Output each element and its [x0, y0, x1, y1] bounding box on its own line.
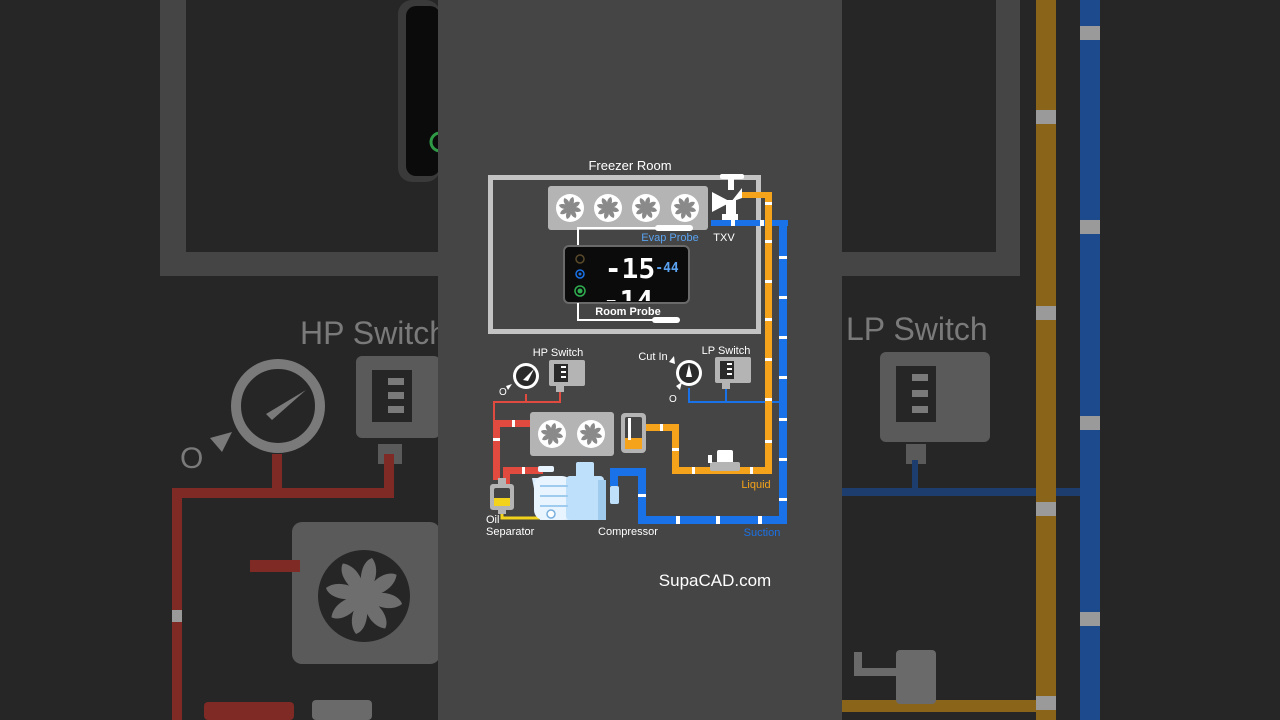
fan-indicator-icon: [575, 269, 585, 279]
fan-icon: [594, 194, 622, 222]
suction-pipe-top: [711, 220, 788, 226]
discharge-pipe: [493, 420, 500, 480]
suction-pipe-riser: [779, 220, 787, 524]
txv-valve-icon: [712, 174, 744, 220]
freezer-room-title: Freezer Room: [588, 158, 671, 173]
evap-probe-sensor: [655, 225, 693, 231]
room-probe-sensor: [652, 317, 680, 323]
oil-label-line2: Separator: [486, 526, 535, 538]
suction-label: Suction: [744, 527, 781, 539]
freezer-room-frame: [488, 175, 761, 334]
bg-hp-switch-label: HP Switch: [300, 315, 447, 351]
fan-icon: [671, 194, 699, 222]
hp-switch-label: HP Switch: [533, 347, 584, 359]
defrost-indicator-icon: [575, 254, 585, 264]
bg-lp-switch-icon: [880, 352, 990, 464]
display-reading-bottom: -14: [603, 284, 654, 317]
fan-icon: [538, 420, 566, 448]
fan-icon: [577, 420, 605, 448]
lp-zero-label: O: [669, 394, 677, 405]
cut-in-label: Cut In: [638, 351, 667, 363]
bg-gauge-icon: [210, 359, 325, 453]
bg-solenoid: [896, 650, 936, 704]
lp-switch-label: LP Switch: [702, 345, 751, 357]
display-reading-top: -15: [605, 252, 656, 285]
suction-pipe-bottom: [638, 516, 787, 524]
liquid-pipe-top: [741, 192, 771, 198]
receiver-icon: [621, 413, 646, 453]
condenser: [530, 412, 614, 456]
liquid-label: Liquid: [741, 479, 770, 491]
oil-separator-icon: [490, 478, 514, 514]
lp-pressure-switch-icon: [715, 357, 751, 389]
lp-gauge-icon: [676, 360, 702, 390]
evaporator: [548, 186, 708, 230]
bg-lp-switch-label: LP Switch: [846, 311, 988, 347]
bg-zero-label: O: [180, 442, 203, 475]
compressor-icon: [532, 462, 619, 520]
display-reading-small: -44: [655, 261, 679, 276]
pipework: [493, 192, 788, 524]
txv-label: TXV: [713, 232, 735, 244]
temperature-controller: -15 -44 -14: [563, 245, 690, 317]
hp-zero-label: O: [499, 387, 507, 398]
fan-icon: [556, 194, 584, 222]
evap-probe-label: Evap Probe: [641, 232, 698, 244]
diagram-panel: [438, 0, 842, 720]
watermark-text: SupaCAD.com: [659, 571, 771, 590]
compressor-label: Compressor: [598, 526, 658, 538]
hp-pressure-switch-icon: [549, 360, 585, 392]
liquid-pipe-riser: [765, 192, 772, 474]
compressor-indicator-icon: [574, 285, 586, 297]
fan-icon: [632, 194, 660, 222]
room-probe-label: Room Probe: [595, 306, 660, 318]
oil-label-line1: Oil: [486, 514, 499, 526]
solenoid-valve-icon: [708, 450, 740, 471]
hp-gauge-icon: [506, 363, 539, 390]
